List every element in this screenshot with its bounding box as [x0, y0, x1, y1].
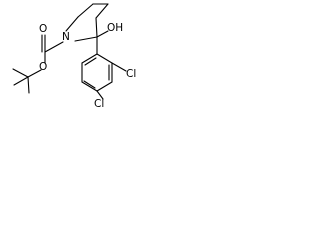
bond-tbu-methyl-1	[12, 68, 29, 78]
bond-aryl-3-4	[96, 81, 113, 92]
dichlorophenyl-ring	[81, 36, 127, 100]
atom-label-hydroxyl: OH	[107, 22, 123, 34]
piperidine-ring	[65, 3, 109, 42]
bond-ring-c2-c3	[77, 3, 94, 18]
atom-label-cl-1: Cl	[126, 68, 136, 80]
bond-aryl-cl-2	[96, 90, 104, 100]
bond-aryl-1-2	[96, 53, 113, 64]
atom-label-n: N	[62, 31, 70, 43]
bond-ring-c6-n	[74, 36, 98, 42]
boc-group	[12, 34, 64, 94]
bond-ester-o-tbu	[27, 69, 42, 78]
bond-aryl-inner-3	[84, 57, 97, 66]
bond-aryl-inner-2	[83, 80, 96, 89]
bond-aryl-6-1	[81, 53, 98, 64]
atom-label-ester-o: O	[39, 61, 47, 73]
bond-aryl-cl-1	[111, 62, 127, 72]
chemical-structure: N O O OH Cl Cl	[12, 3, 136, 110]
bond-tbu-methyl-3	[27, 76, 30, 94]
atom-label-carbonyl-o: O	[39, 23, 47, 35]
bond-n-carbonyl	[44, 41, 64, 53]
bond-tbu-methyl-2	[13, 76, 29, 86]
bond-aryl-4-5	[81, 81, 98, 92]
bond-ring-c5-c6	[95, 17, 98, 38]
bond-ring-c4-c5	[95, 3, 109, 19]
bond-ring-n-c2	[65, 16, 79, 32]
bond-c3-oh	[96, 30, 109, 38]
atom-label-cl-2: Cl	[94, 98, 104, 110]
